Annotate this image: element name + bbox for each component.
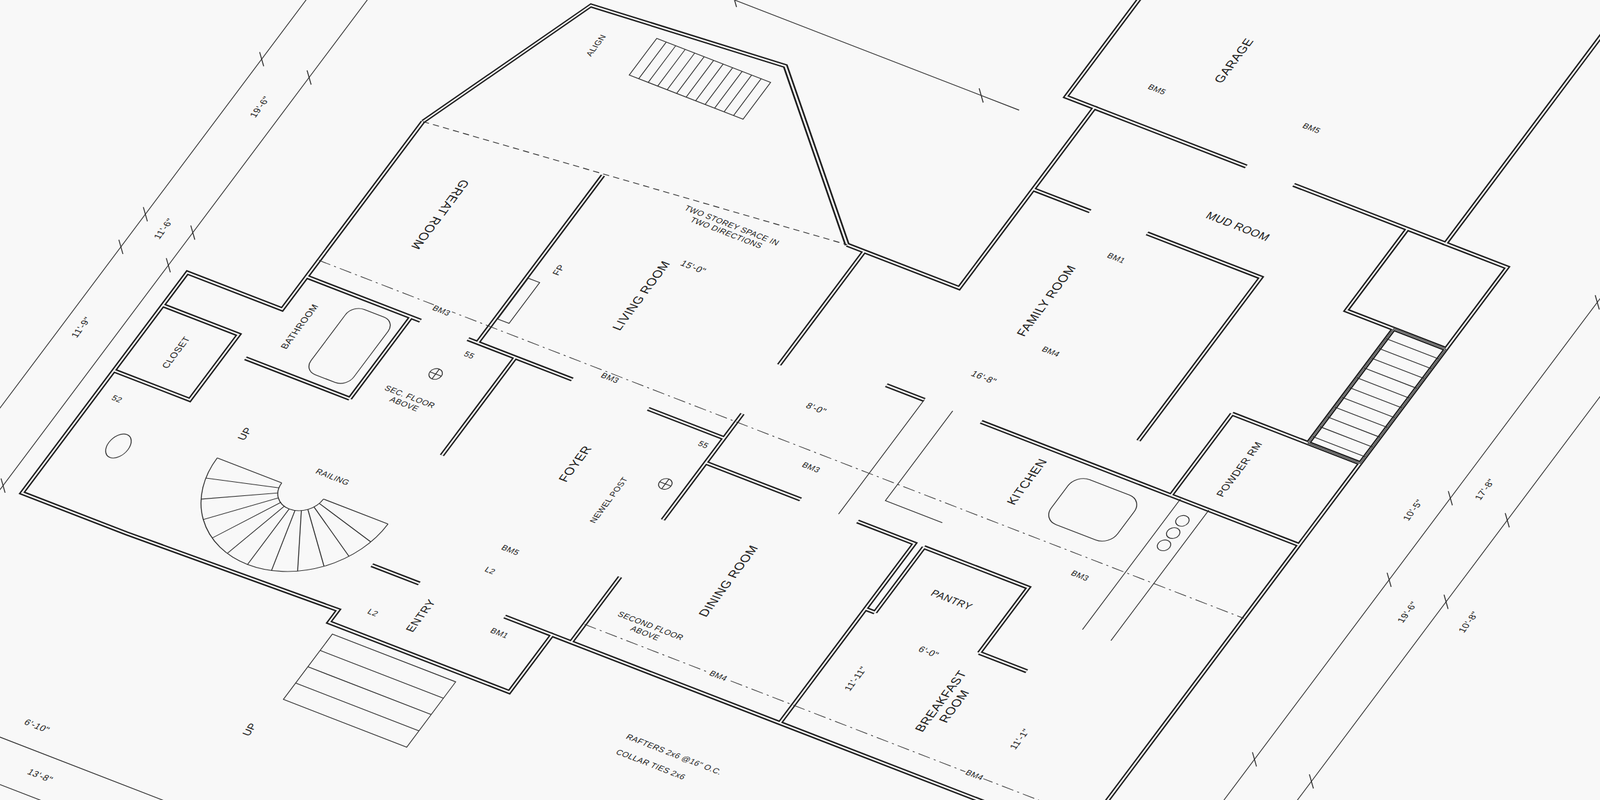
bathtub (304, 305, 396, 388)
plan-annotation: FP (549, 262, 569, 278)
dimension-tick (1159, 295, 1600, 800)
plan-annotation: BM3 (597, 371, 622, 386)
post-symbol (426, 366, 445, 381)
wall-core (16, 0, 1600, 800)
plan-annotation: 6'-10" (21, 716, 54, 736)
plan-annotation: 10'-5" (1400, 497, 1427, 523)
sink-bowl (1154, 538, 1174, 553)
plan-annotation: TWO STOREY SPACE IN TWO DIRECTIONS (665, 199, 793, 260)
plan-annotation: 17'-8" (1472, 476, 1499, 503)
plan-annotation: 19'-6" (1394, 599, 1421, 626)
room-name: CLOSET (159, 334, 194, 372)
plan-annotation: BM1 (487, 625, 511, 641)
plan-annotation: ALIGN (583, 32, 610, 59)
plan-annotation: BM3 (1068, 568, 1092, 584)
plan-annotation: 55 (695, 439, 712, 451)
plan-annotation: 11'-11" (841, 664, 871, 694)
room-name: BREAKFAST ROOM (903, 657, 992, 751)
front-steps (283, 634, 456, 748)
dimension-line (0, 711, 900, 800)
sink-bowl (1173, 513, 1192, 528)
plan-annotation: 11'-6" (151, 216, 177, 242)
room-area: CLOSET (113, 305, 239, 400)
room-name: LIVING ROOM (609, 258, 676, 334)
room-area: MUD ROOM (1118, 140, 1408, 311)
room-name: GREAT ROOM (406, 176, 473, 252)
plan-annotation: BM1 (1104, 250, 1128, 266)
plan-annotation: L2 (481, 565, 499, 577)
room-name: POWDER RM (1213, 439, 1266, 500)
beam-line (318, 260, 1244, 619)
kitchen-island (1042, 474, 1143, 545)
toilet (100, 430, 137, 461)
post-cross (426, 366, 445, 381)
plan-annotation: 6'-0" (915, 643, 943, 660)
plan-annotation: BM5 (498, 542, 523, 558)
plan-annotation: 55 (460, 349, 478, 361)
plan-annotation: 19'-6" (247, 94, 274, 120)
plan-annotation: 8'-0" (802, 400, 830, 417)
plan-annotation: SEC. FLOOR ABOVE (364, 378, 450, 423)
plan-annotation: 16'-8" (967, 368, 1000, 388)
dimension-tick (0, 718, 905, 800)
plan-annotation: BM4 (706, 668, 731, 684)
room-area: ENTRY (328, 565, 553, 692)
dimension-tick (0, 51, 319, 493)
plan-annotation: BM5 (1299, 120, 1323, 136)
plan-annotation: RAILING (312, 466, 352, 488)
newel-post-cross (656, 476, 675, 491)
room-area: DINING ROOM (570, 462, 915, 724)
plan-annotation: BM5 (1144, 82, 1169, 98)
plan-annotation: NEWEL POST (587, 474, 632, 525)
room-name: GARAGE (1211, 35, 1259, 86)
fireplace (497, 278, 541, 324)
room-name: PANTRY (927, 587, 976, 614)
plan-annotation: UP (239, 720, 261, 739)
room-name: FAMILY ROOM (1013, 263, 1081, 340)
sink-bowl (1164, 526, 1183, 541)
room-name: BATHROOM (277, 302, 322, 352)
bay-opening (423, 89, 848, 277)
plan-annotation: 10'-8" (1455, 609, 1482, 635)
wall-outline (16, 0, 1600, 800)
plan-annotation: L2 (364, 606, 382, 619)
plan-annotation: BM3 (429, 303, 454, 319)
plan-annotation: SECOND FLOOR ABOVE (598, 605, 697, 655)
room-name: MUD ROOM (1202, 209, 1274, 244)
room-name: KITCHEN (1004, 456, 1053, 508)
room-area: POWDER RM (1171, 413, 1361, 545)
plan-annotation: 11'-9" (68, 314, 95, 340)
straight-stair (629, 38, 771, 120)
dimension-line (540, 0, 1023, 116)
plan-annotation: BM3 (798, 460, 823, 475)
dimension-line (1046, 122, 1600, 800)
plan-annotation: 52 (108, 392, 126, 405)
kitchen-counter (838, 400, 1010, 548)
plan-annotation: BM4 (962, 768, 987, 783)
newel-post (656, 476, 675, 491)
plan-annotation: 11'-1" (1006, 726, 1033, 752)
curved-stair-outline (161, 457, 388, 598)
room-area: BATHROOM (245, 276, 412, 399)
dimension-line (0, 0, 469, 568)
room-area: LIVING ROOM (477, 156, 864, 439)
curved-stair-treads (161, 457, 388, 598)
room-name: FOYER (556, 443, 597, 486)
room-area: FAMILY ROOM (886, 189, 1261, 474)
plan-annotation: 15'-0" (677, 257, 710, 277)
sink-counter (1082, 499, 1209, 641)
room-name: ENTRY (402, 597, 440, 635)
plan-annotation: UP (234, 424, 256, 443)
beam-line (584, 624, 1092, 800)
rear-stair (1308, 328, 1446, 464)
plan-annotation: BM4 (1038, 344, 1063, 360)
room-area: GARAGE (1066, 0, 1600, 244)
plan-annotation: 13'-8" (24, 766, 57, 786)
room-name: DINING ROOM (695, 542, 763, 620)
